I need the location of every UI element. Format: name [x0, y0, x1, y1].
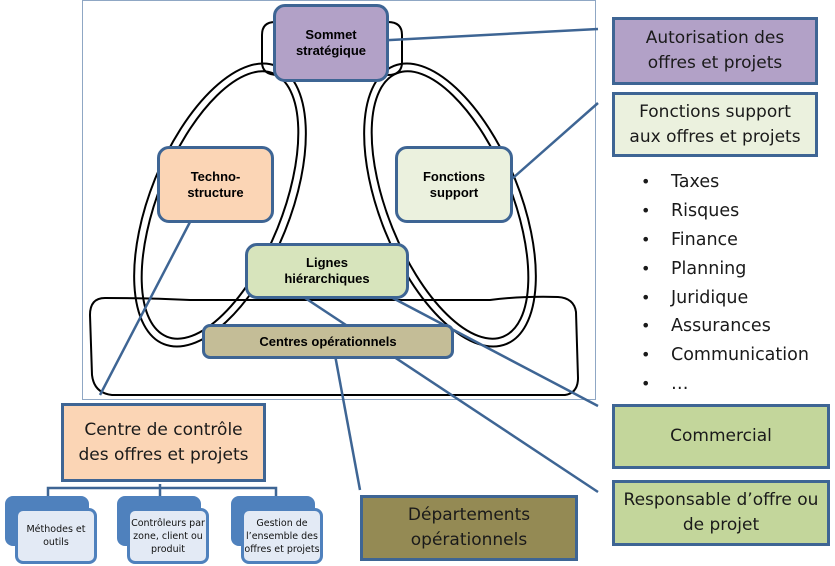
centres-operationnels-label: Centres opérationnels [259, 333, 397, 349]
sub-unit-label: Contrôleurs par zone, client ou produit [131, 517, 205, 555]
operating-core-outline [88, 295, 580, 396]
list-item: Assurances [636, 312, 809, 341]
fonctions-support-label: Fonctions support [422, 168, 486, 200]
connector-lignes-responsable [289, 286, 599, 494]
list-item: Juridique [636, 284, 809, 313]
connector-centres [333, 354, 362, 491]
fonctions-support-callout-label: Fonctions support aux offres et projets [629, 101, 801, 147]
sommet-strategique-box: Sommet stratégique [273, 4, 389, 82]
centre-controle-box: Centre de contrôle des offres et projets [61, 403, 266, 482]
connector-lignes-commercial [367, 283, 599, 408]
commercial-label: Commercial [670, 426, 772, 446]
list-item: Planning [636, 255, 809, 284]
responsable-label: Responsable d’offre ou de projet [623, 490, 819, 535]
sub-unit-methodes: Méthodes et outils [5, 496, 100, 566]
sub-unit-label: Méthodes et outils [26, 524, 86, 548]
connector-fonctions [504, 102, 599, 186]
mintzberg-frame [82, 0, 596, 400]
support-ellipse-outer [363, 62, 537, 348]
departements-label: Départements opérationnels [407, 505, 531, 550]
sub-unit-label: Gestion de l’ensemble des offres et proj… [244, 517, 320, 555]
list-item: Communication [636, 341, 809, 370]
departements-box: Départements opérationnels [360, 495, 578, 561]
autorisation-label: Autorisation des offres et projets [645, 28, 785, 73]
connector-sommet [371, 27, 599, 43]
centre-controle-label: Centre de contrôle des offres et projets [78, 419, 249, 465]
connector-techno [98, 221, 192, 396]
fonctions-support-box: Fonctions support [395, 146, 513, 223]
commercial-box: Commercial [612, 404, 830, 469]
sommet-strategique-label: Sommet stratégique [295, 27, 367, 58]
connectors [46, 27, 599, 505]
centres-operationnels-box: Centres opérationnels [202, 324, 454, 359]
autorisation-box: Autorisation des offres et projets [612, 17, 818, 85]
fonctions-support-callout: Fonctions support aux offres et projets [612, 92, 818, 157]
sub-unit-gestion: Gestion de l’ensemble des offres et proj… [231, 496, 326, 566]
sub-unit-controleurs: Contrôleurs par zone, client ou produit [117, 496, 212, 566]
technostructure-label: Techno- structure [187, 168, 244, 200]
technostructure-box: Techno- structure [157, 146, 274, 223]
list-item: Risques [636, 197, 809, 226]
lignes-hierarchiques-label: Lignes hiérarchiques [284, 255, 370, 286]
lignes-hierarchiques-box: Lignes hiérarchiques [245, 243, 409, 299]
list-item: Taxes [636, 168, 809, 197]
responsable-box: Responsable d’offre ou de projet [612, 480, 830, 546]
list-item: Finance [636, 226, 809, 255]
support-functions-list: Taxes Risques Finance Planning Juridique… [636, 168, 809, 399]
list-item: … [636, 370, 809, 399]
